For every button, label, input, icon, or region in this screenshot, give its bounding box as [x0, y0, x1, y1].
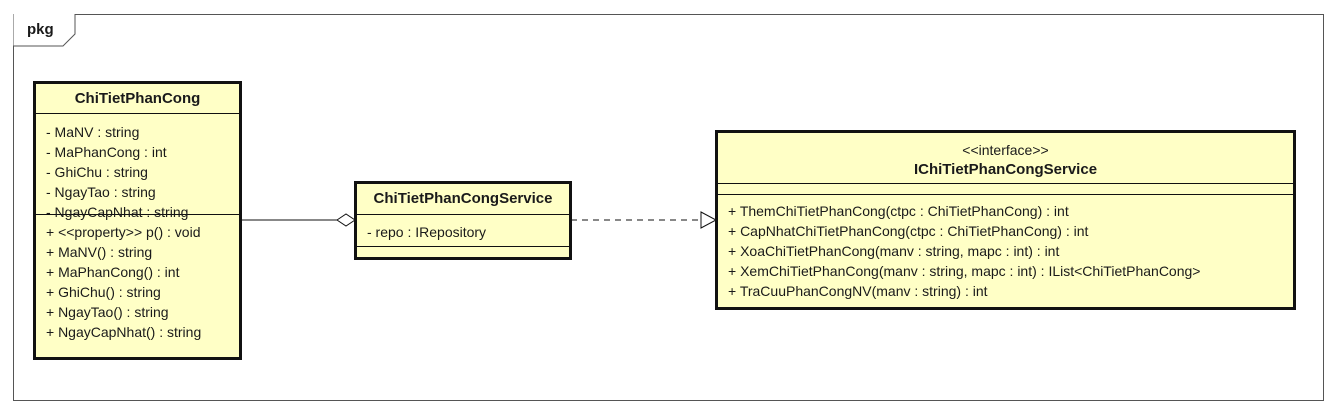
class-name: ChiTietPhanCong [74, 90, 201, 107]
operations-compartment [357, 246, 569, 257]
operation: + NgayTao() : string [46, 304, 169, 320]
class-name: ChiTietPhanCongService [373, 190, 553, 207]
attribute: - MaPhanCong : int [46, 144, 167, 160]
operations-compartment: + <<property>> p() : void + MaNV() : str… [36, 214, 239, 342]
attribute: - repo : IRepository [367, 224, 487, 240]
attribute: - GhiChu : string [46, 164, 148, 180]
attribute: - MaNV : string [46, 124, 140, 140]
attribute: - NgayCapNhat : string [46, 204, 189, 220]
attributes-compartment: - MaNV : string - MaPhanCong : int - Ghi… [36, 113, 239, 220]
operation: + GhiChu() : string [46, 284, 161, 300]
operation: + ThemChiTietPhanCong(ctpc : ChiTietPhan… [728, 203, 1069, 219]
attributes-compartment: - repo : IRepository [357, 214, 569, 246]
operation: + CapNhatChiTietPhanCong(ctpc : ChiTietP… [728, 223, 1089, 239]
interface-stereotype: <<interface>> [962, 142, 1049, 158]
class-chitietphancongservice[interactable]: ChiTietPhanCongService - repo : IReposit… [354, 181, 572, 260]
operation: + MaPhanCong() : int [46, 264, 180, 280]
class-chitietphancong[interactable]: ChiTietPhanCong - MaNV : string - MaPhan… [33, 81, 242, 360]
operation: + MaNV() : string [46, 244, 153, 260]
attributes-compartment [718, 183, 1293, 194]
interface-ichitietphancongservice[interactable]: <<interface>> IChiTietPhanCongService + … [715, 130, 1296, 310]
class-name: IChiTietPhanCongService [913, 161, 1098, 178]
attribute: - NgayTao : string [46, 184, 156, 200]
operation: + <<property>> p() : void [46, 224, 201, 240]
package-tab [13, 14, 76, 47]
operation: + XemChiTietPhanCong(manv : string, mapc… [728, 263, 1201, 279]
operation: + TraCuuPhanCongNV(manv : string) : int [728, 283, 988, 299]
realization-arrowhead [700, 211, 718, 229]
operations-compartment: + ThemChiTietPhanCong(ctpc : ChiTietPhan… [718, 194, 1293, 301]
operation: + XoaChiTietPhanCong(manv : string, mapc… [728, 243, 1060, 259]
aggregation-diamond [336, 213, 356, 227]
package-label: pkg [27, 21, 54, 38]
package-frame [13, 14, 1324, 401]
operation: + NgayCapNhat() : string [46, 324, 202, 340]
